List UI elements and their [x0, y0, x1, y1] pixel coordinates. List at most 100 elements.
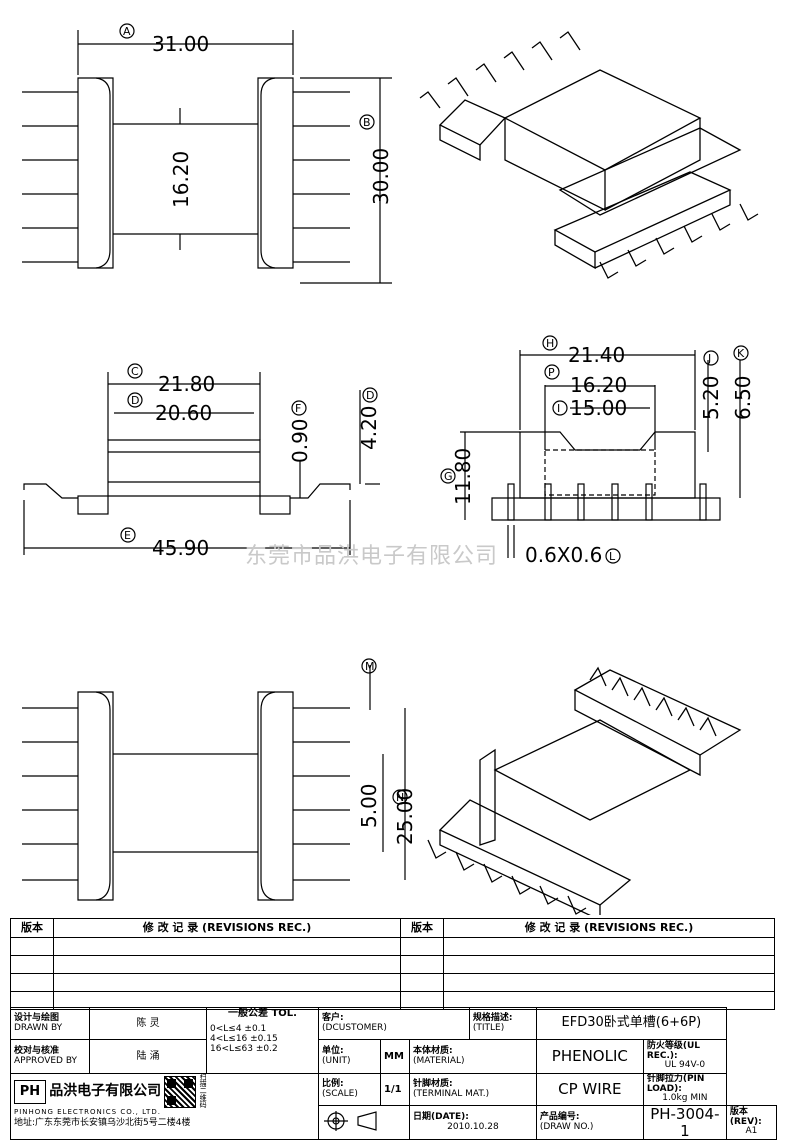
- dim-f-label: 0.90: [288, 418, 312, 463]
- bottom-right-flange: [257, 691, 294, 901]
- approved-value: 陆 涌: [89, 1039, 207, 1074]
- material-value: PHENOLIC: [535, 1039, 644, 1074]
- callout-p: P: [548, 366, 555, 379]
- tol-row-1: 0<L≤4 ±0.1: [210, 1024, 267, 1034]
- isometric-view-bottom: [427, 666, 742, 915]
- callout-d: D: [131, 394, 139, 407]
- pinload-label: 针脚拉力(PIN LOAD):: [646, 1073, 705, 1094]
- dim-end-k-label: 6.50: [731, 375, 755, 420]
- unit-value: MM: [380, 1039, 410, 1074]
- unit-label-en: (UNIT): [322, 1055, 351, 1066]
- watermark: 东莞市品洪电子有限公司: [245, 544, 499, 569]
- scale-label-en: (SCALE): [322, 1088, 358, 1099]
- end-inner-window: [544, 449, 656, 496]
- iso1-pins-bottom: [599, 203, 759, 279]
- dim-n1-label: 5.00: [357, 783, 381, 828]
- dim-width-label: 31.00: [152, 32, 209, 56]
- table-row: [10, 991, 775, 1010]
- drawno-label: 产品编号:: [539, 1111, 580, 1122]
- drawn-by-label: 设计与绘图: [14, 1012, 60, 1023]
- side-left-base: [77, 495, 109, 515]
- dim-e-label: 45.90: [152, 536, 209, 560]
- dim-end-j-label: 5.20: [699, 375, 723, 420]
- scale-label: 比例:: [322, 1078, 344, 1089]
- callout-b-circle: [359, 114, 375, 130]
- top-left-flange: [77, 77, 114, 269]
- terminal-label: 针脚材质:: [413, 1078, 453, 1089]
- dim-end-i-label: 15.00: [570, 396, 627, 420]
- iso1-flange: [558, 127, 742, 216]
- tol-label: 一般公差 TOL.: [228, 1008, 297, 1019]
- revisions-table: 版本 修 改 记 录 (REVISIONS REC.) 版本 修 改 记 录 (…: [10, 918, 775, 1010]
- bottom-right-pins: [293, 707, 350, 881]
- callout-h: H: [546, 337, 554, 350]
- callout-e: E: [124, 529, 131, 542]
- dim-end-p-label: 16.20: [570, 373, 627, 397]
- qr-code-icon: [164, 1075, 197, 1108]
- top-left-pins: [22, 91, 78, 263]
- qr-caption: 扫描二维码: [199, 1073, 207, 1109]
- callout-g: G: [444, 470, 453, 483]
- tol-row-3: 16<L≤63 ±0.2: [210, 1043, 278, 1054]
- iso1-core: [503, 69, 702, 171]
- dim-end-l-label: 0.6X0.6: [525, 543, 602, 567]
- isometric-view-top: [419, 31, 759, 279]
- iso2-pins-bottom: [427, 839, 587, 915]
- rec-col-header: 修 改 记 录 (REVISIONS REC.): [53, 918, 401, 938]
- company-logo: PH: [14, 1079, 46, 1104]
- rev-label: 版本(REV):: [729, 1106, 762, 1127]
- drawno-label-en: (DRAW NO.): [539, 1121, 594, 1132]
- callout-d2: D: [366, 389, 374, 402]
- customer-label: 客户:: [322, 1012, 344, 1023]
- bottom-view: [22, 658, 408, 901]
- ul-value: UL 94V-0: [664, 1060, 706, 1071]
- ul-label: 防火等级(UL REC.):: [646, 1040, 700, 1061]
- company-name-en: PINHONG ELECTRONICS CO., LTD.: [14, 1108, 161, 1116]
- tol-row-2: 4<L≤16 ±0.15: [210, 1033, 278, 1044]
- drawn-by-label-en: DRAWN BY: [14, 1022, 63, 1033]
- iso2-pins-top: [589, 666, 717, 737]
- rev-value: A1: [745, 1126, 758, 1137]
- side-right-pin: [290, 483, 351, 499]
- bottom-left-pins: [22, 707, 78, 881]
- side-view: [23, 363, 380, 555]
- title-label-en: (TITLE): [472, 1022, 505, 1033]
- callout-a: A: [123, 25, 131, 38]
- end-base: [491, 497, 721, 521]
- top-right-pins: [293, 91, 350, 263]
- terminal-value: CP WIRE: [535, 1073, 644, 1106]
- title-label: 规格描述:: [472, 1012, 513, 1023]
- bottom-left-flange: [77, 691, 114, 901]
- dim-n2-label: 25.00: [393, 788, 417, 845]
- iso1-pins-top: [419, 31, 581, 109]
- callout-k: K: [737, 347, 745, 360]
- callout-j: J: [707, 352, 711, 365]
- callout-a-circle: [119, 23, 135, 39]
- end-body: [519, 431, 696, 499]
- side-left-pin: [23, 483, 78, 499]
- technical-drawing: A 31.00 B 30.00 16.20 C 21.80 D 20.60 F …: [22, 23, 759, 915]
- top-view: [22, 23, 392, 284]
- projection-symbol-icon: [318, 1105, 410, 1140]
- end-pins: [507, 483, 707, 521]
- approved-label-en: APPROVED BY: [14, 1055, 78, 1066]
- title-value: EFD30卧式单槽(6+6P): [535, 1007, 727, 1040]
- end-view: [440, 335, 749, 564]
- date-value: 2010.10.28: [447, 1121, 499, 1132]
- top-right-flange: [257, 77, 294, 269]
- customer-label-en: (DCUSTOMER): [322, 1022, 387, 1033]
- unit-label: 单位:: [322, 1045, 344, 1056]
- callout-n: N: [396, 791, 404, 804]
- side-right-base: [259, 495, 291, 515]
- dim-end-g-label: 11.80: [451, 448, 475, 505]
- top-left-flange-curve: [95, 77, 111, 269]
- side-body: [107, 439, 261, 497]
- rev-col-header: 版本: [10, 918, 54, 938]
- drawn-by-value: 陈 灵: [89, 1007, 207, 1040]
- terminal-label-en: (TERMINAL MAT.): [413, 1088, 490, 1099]
- table-row: [10, 955, 775, 974]
- dim-height-label: 30.00: [369, 148, 393, 205]
- rec-col-header-2: 修 改 记 录 (REVISIONS REC.): [443, 918, 775, 938]
- dim-end-h-label: 21.40: [568, 343, 625, 367]
